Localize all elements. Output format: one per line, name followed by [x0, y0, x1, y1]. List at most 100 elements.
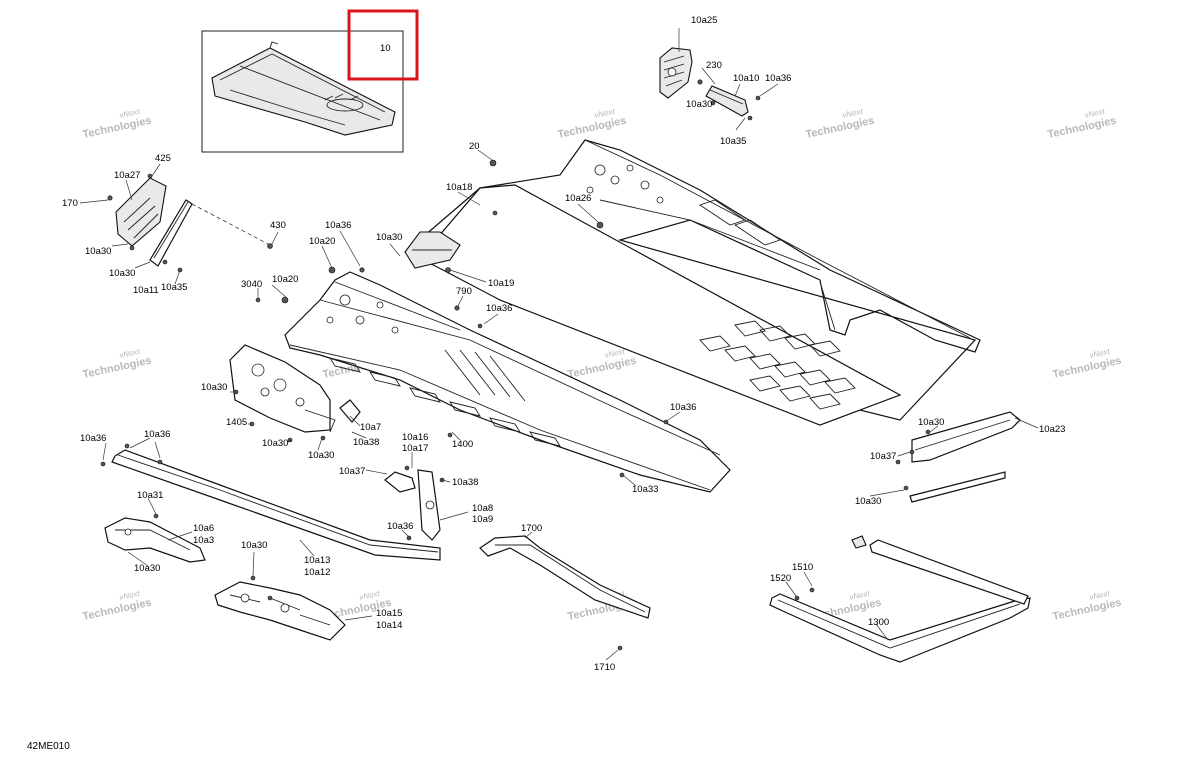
svg-text:Technologies: Technologies — [1051, 355, 1122, 381]
runner-1700 — [479, 535, 651, 651]
label-10a6: 10a6 — [193, 523, 214, 534]
label-10a36: 10a36 — [670, 402, 696, 413]
left-front-bracket — [107, 173, 273, 273]
lower-left-bracket — [104, 513, 206, 563]
label-790: 790 — [456, 286, 472, 297]
lower-frame — [214, 575, 346, 641]
label-10a36: 10a36 — [765, 73, 791, 84]
svg-text:Technologies: Technologies — [804, 115, 875, 141]
svg-text:vNext: vNext — [849, 589, 872, 602]
label-1520: 1520 — [770, 573, 791, 584]
leader-lines — [79, 28, 1039, 661]
label-10a36: 10a36 — [325, 220, 351, 231]
label-10a30: 10a30 — [201, 382, 227, 393]
label-10a31: 10a31 — [137, 490, 163, 501]
label-10a30: 10a30 — [85, 246, 111, 257]
svg-text:vNext: vNext — [1084, 107, 1107, 120]
label-10a30: 10a30 — [262, 438, 288, 449]
left-side-plate — [229, 344, 361, 443]
svg-text:vNext: vNext — [119, 347, 142, 360]
svg-text:Technologies: Technologies — [81, 597, 152, 623]
svg-text:Technologies: Technologies — [566, 355, 637, 381]
diagram-code: 42ME010 — [27, 741, 70, 752]
label-10a17: 10a17 — [402, 443, 428, 454]
label-1300: 1300 — [868, 617, 889, 628]
label-10a30: 10a30 — [308, 450, 334, 461]
inset-label: 10 — [380, 43, 391, 54]
panel-holes — [586, 164, 664, 204]
label-10a30: 10a30 — [109, 268, 135, 279]
label-10a13: 10a13 — [304, 555, 330, 566]
inset-chassis-thumbnail — [211, 41, 396, 136]
svg-text:Technologies: Technologies — [556, 115, 627, 141]
label-10a38: 10a38 — [353, 437, 379, 448]
rail-cutouts — [329, 349, 561, 447]
label-10a7: 10a7 — [360, 422, 381, 433]
svg-text:vNext: vNext — [842, 107, 865, 120]
callout-labels: 10a25 230 10a10 10a36 10a30 10a35 425 10… — [62, 15, 1065, 673]
label-10a26: 10a26 — [565, 193, 591, 204]
label-1400: 1400 — [452, 439, 473, 450]
right-rail — [895, 411, 1021, 503]
label-10a36: 10a36 — [80, 433, 106, 444]
label-10a27: 10a27 — [114, 170, 140, 181]
svg-text:vNext: vNext — [359, 589, 382, 602]
label-1510: 1510 — [792, 562, 813, 573]
upper-bracket-assembly — [659, 47, 761, 121]
rear-bumper — [769, 535, 1031, 663]
label-230: 230 — [706, 60, 722, 71]
label-10a10: 10a10 — [733, 73, 759, 84]
label-1405: 1405 — [226, 417, 247, 428]
label-1700: 1700 — [521, 523, 542, 534]
label-10a36: 10a36 — [144, 429, 170, 440]
panel-cutouts — [699, 320, 856, 410]
svg-text:vNext: vNext — [119, 589, 142, 602]
label-10a16: 10a16 — [402, 432, 428, 443]
label-10a35: 10a35 — [161, 282, 187, 293]
svg-text:vNext: vNext — [119, 107, 142, 120]
label-10a8: 10a8 — [472, 503, 493, 514]
label-10a20: 10a20 — [309, 236, 335, 247]
label-10a23: 10a23 — [1039, 424, 1065, 435]
label-425: 425 — [155, 153, 171, 164]
label-10a37: 10a37 — [339, 466, 365, 477]
long-strip — [100, 443, 441, 561]
label-10a12: 10a12 — [304, 567, 330, 578]
label-430: 430 — [270, 220, 286, 231]
label-10a3: 10a3 — [193, 535, 214, 546]
svg-text:Technologies: Technologies — [1046, 115, 1117, 141]
label-10a37: 10a37 — [870, 451, 896, 462]
label-10a11: 10a11 — [133, 285, 159, 296]
svg-text:vNext: vNext — [604, 347, 627, 360]
svg-text:vNext: vNext — [594, 107, 617, 120]
label-10a9: 10a9 — [472, 514, 493, 525]
svg-text:vNext: vNext — [1089, 347, 1112, 360]
label-10a36: 10a36 — [486, 303, 512, 314]
upper-tunnel-panel — [404, 139, 981, 426]
rail-holes — [326, 294, 399, 334]
label-1710: 1710 — [594, 662, 615, 673]
label-10a30: 10a30 — [376, 232, 402, 243]
label-10a30: 10a30 — [918, 417, 944, 428]
label-10a30: 10a30 — [134, 563, 160, 574]
svg-text:vNext: vNext — [1089, 589, 1112, 602]
label-10a14: 10a14 — [376, 620, 402, 631]
highlight-box — [347, 9, 419, 81]
center-bracket — [384, 465, 445, 541]
label-10a30: 10a30 — [686, 99, 712, 110]
svg-text:Technologies: Technologies — [81, 115, 152, 141]
label-10a30: 10a30 — [855, 496, 881, 507]
svg-text:Technologies: Technologies — [1051, 597, 1122, 623]
label-170: 170 — [62, 198, 78, 209]
label-10a30: 10a30 — [241, 540, 267, 551]
main-side-rail — [255, 266, 731, 493]
